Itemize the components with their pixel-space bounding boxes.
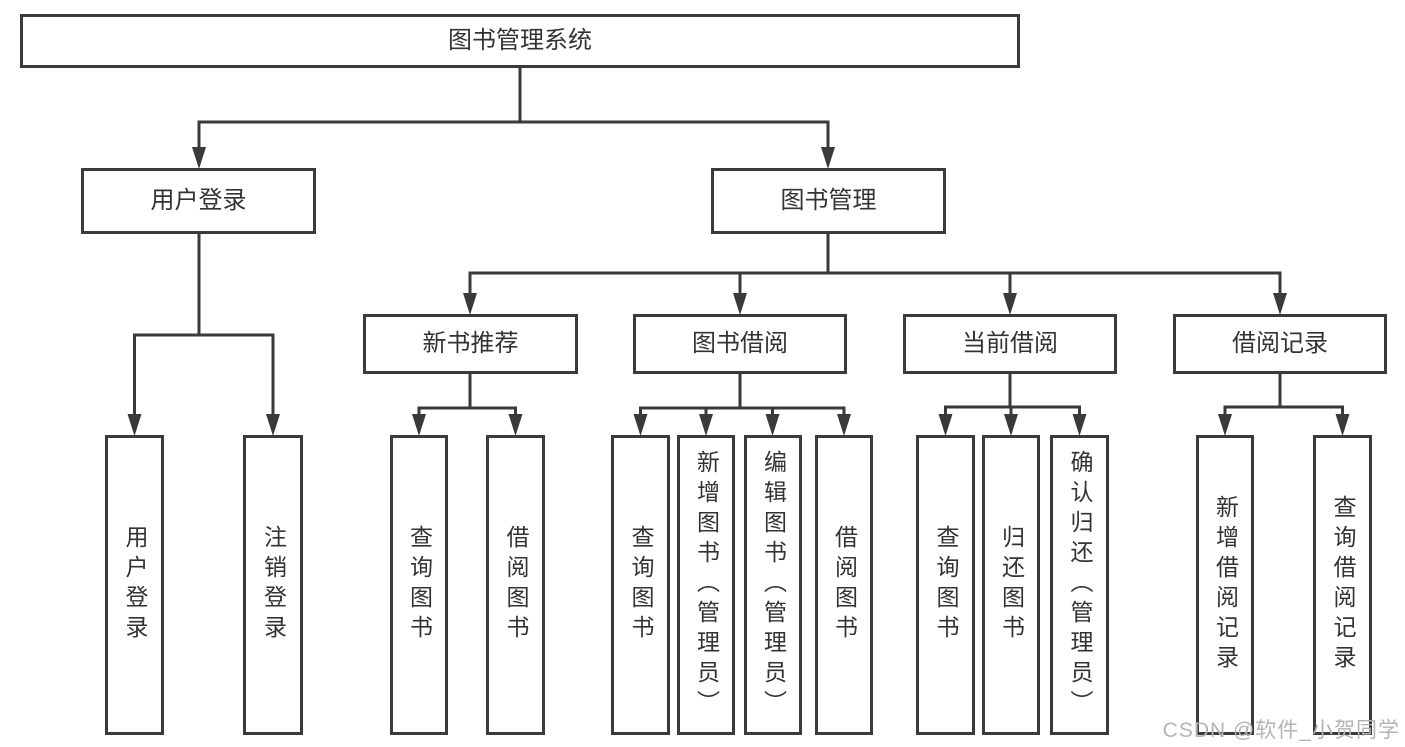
arrowhead (938, 414, 953, 436)
node-new-book-recommend: 新书推荐 (363, 314, 578, 374)
leaf-query-books-recommend: 查询图书 (390, 435, 448, 735)
leaf-logout: 注销登录 (243, 435, 303, 735)
node-label: 注销登录 (260, 525, 287, 645)
arrowhead (633, 414, 648, 436)
node-book-management: 图书管理 (711, 168, 946, 234)
arrowhead (765, 414, 780, 436)
arrowhead (821, 147, 835, 169)
arrowhead (192, 147, 206, 169)
leaf-add-books-admin: 新增图书（管理员） (677, 435, 735, 735)
node-label: 编辑图书（管理员） (760, 450, 787, 720)
arrowhead (1072, 414, 1087, 436)
node-label: 新增借阅记录 (1212, 495, 1239, 675)
leaf-return-books: 归还图书 (982, 435, 1040, 735)
node-label: 借阅图书 (831, 525, 858, 645)
arrowhead (1003, 293, 1017, 315)
arrowhead (1004, 414, 1018, 436)
node-label: 图书管理系统 (448, 27, 592, 54)
leaf-query-borrow-record: 查询借阅记录 (1313, 435, 1372, 735)
arrowhead (266, 414, 280, 436)
node-label: 查询借阅记录 (1330, 495, 1356, 675)
leaf-query-books-borrowing: 查询图书 (611, 435, 670, 735)
csdn-watermark: CSDN @软件_小贺同学 (1162, 719, 1400, 742)
node-label: 当前借阅 (962, 330, 1058, 357)
arrowhead (1335, 414, 1350, 436)
arrowhead (699, 414, 713, 436)
leaf-confirm-return-admin: 确认归还（管理员） (1050, 435, 1109, 735)
arrowhead (1273, 293, 1287, 315)
node-label: 查询图书 (933, 525, 959, 645)
leaf-edit-books-admin: 编辑图书（管理员） (744, 435, 802, 735)
node-label: 归还图书 (998, 525, 1025, 645)
leaf-add-borrow-record: 新增借阅记录 (1196, 435, 1254, 735)
arrowhead (837, 414, 851, 436)
node-label: 用户登录 (150, 187, 247, 214)
node-label: 确认归还（管理员） (1067, 450, 1093, 720)
node-label: 图书管理 (780, 187, 877, 214)
node-library-system: 图书管理系统 (20, 14, 1020, 68)
leaf-borrow-books-recommend: 借阅图书 (486, 435, 545, 735)
arrowhead (1218, 414, 1232, 436)
node-label: 新书推荐 (422, 330, 519, 357)
node-borrowing-records: 借阅记录 (1173, 314, 1387, 374)
node-label: 图书借阅 (692, 330, 788, 357)
node-user-login: 用户登录 (81, 168, 316, 234)
leaf-user-login: 用户登录 (105, 435, 164, 735)
node-label: 用户登录 (122, 525, 148, 645)
node-label: 查询图书 (406, 525, 433, 645)
node-label: 新增图书（管理员） (693, 450, 720, 720)
arrowhead (733, 293, 747, 315)
node-label: 查询图书 (628, 525, 654, 645)
arrowhead (127, 414, 142, 436)
node-label: 借阅记录 (1232, 330, 1328, 357)
node-label: 借阅图书 (503, 525, 529, 645)
node-book-borrowing: 图书借阅 (633, 314, 847, 374)
node-current-borrowing: 当前借阅 (903, 314, 1117, 374)
leaf-borrow-books: 借阅图书 (815, 435, 873, 735)
arrowhead (508, 414, 523, 436)
leaf-query-books-current: 查询图书 (916, 435, 975, 735)
arrowhead (412, 414, 426, 436)
arrowhead (463, 293, 477, 315)
